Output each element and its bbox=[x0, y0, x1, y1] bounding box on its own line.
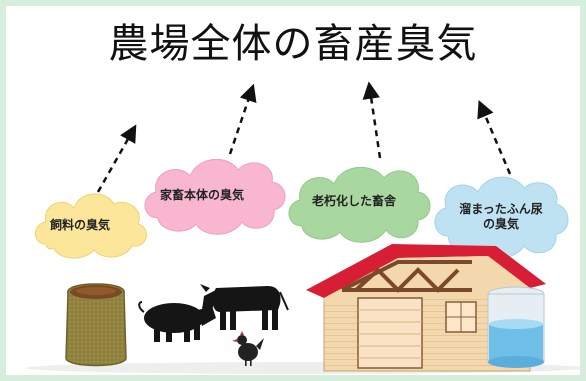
arrow-manure bbox=[477, 99, 512, 175]
label-feed-odor: 飼料の臭気 bbox=[50, 218, 111, 232]
cow-icon bbox=[200, 284, 289, 330]
diagram-scene bbox=[26, 81, 580, 374]
arrow-barn bbox=[362, 81, 382, 159]
page-title: 農場全体の畜産臭気 bbox=[108, 21, 478, 67]
feed-sack-icon bbox=[65, 283, 127, 367]
chicken-icon bbox=[232, 331, 264, 366]
arrow-livestock bbox=[228, 83, 257, 155]
cloud-feed bbox=[35, 193, 147, 259]
label-livestock-odor: 家畜本体の臭気 bbox=[160, 188, 245, 202]
cloud-barn bbox=[288, 166, 431, 243]
label-old-barn: 老朽化した畜舎 bbox=[312, 194, 397, 208]
manure-tank-icon bbox=[487, 286, 545, 368]
arrow-feed bbox=[96, 124, 137, 193]
label-manure-odor: 溜まったふん尿 の臭気 bbox=[459, 202, 543, 231]
cloud-livestock bbox=[144, 158, 286, 235]
